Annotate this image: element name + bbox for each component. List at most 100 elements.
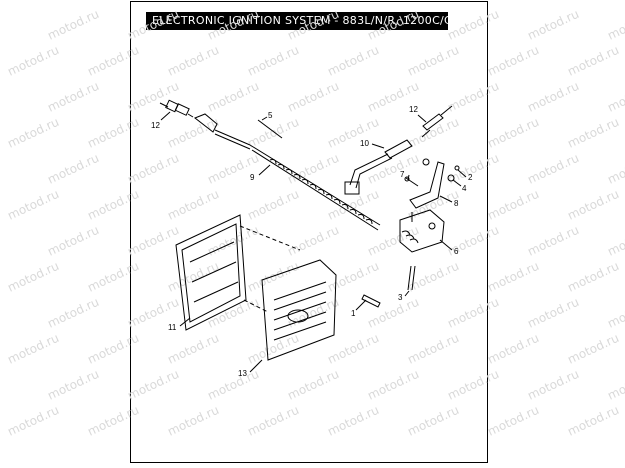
watermark-text: motod.ru bbox=[525, 295, 581, 331]
watermark-text: motod.ru bbox=[605, 295, 625, 331]
watermark-text: motod.ru bbox=[325, 331, 381, 367]
watermark-text: motod.ru bbox=[85, 331, 141, 367]
callout-3: 3 bbox=[398, 293, 403, 302]
wire-10 bbox=[344, 139, 413, 195]
watermark-text: motod.ru bbox=[365, 367, 421, 403]
callout-11: 11 bbox=[168, 323, 177, 332]
watermark-text: motod.ru bbox=[45, 223, 101, 259]
watermark-text: motod.ru bbox=[125, 79, 181, 115]
diagram-frame bbox=[130, 1, 488, 463]
watermark-text: motod.ru bbox=[565, 115, 621, 151]
watermark-text: motod.ru bbox=[445, 151, 501, 187]
watermark-text: motod.ru bbox=[125, 7, 181, 43]
watermark-text: motod.ru bbox=[605, 223, 625, 259]
leader-lines bbox=[160, 111, 467, 373]
watermark-text: motod.ru bbox=[525, 79, 581, 115]
watermark-text: motod.ru bbox=[165, 403, 221, 439]
watermark-text: motod.ru bbox=[245, 115, 301, 151]
watermark-text: motod.ru bbox=[445, 7, 501, 43]
nut-4 bbox=[447, 174, 455, 182]
callout-10: 10 bbox=[360, 139, 369, 148]
watermark-text: motod.ru bbox=[205, 7, 261, 43]
watermark-text: motod.ru bbox=[125, 367, 181, 403]
callout-labels: 12 5 9 10 12 2 4 7 8 6 3 1 11 13 bbox=[151, 105, 473, 378]
watermark-text: motod.ru bbox=[405, 331, 461, 367]
watermark-text: motod.ru bbox=[445, 295, 501, 331]
watermark-text: motod.ru bbox=[325, 403, 381, 439]
spark-plug-right bbox=[421, 105, 453, 138]
ignition-module bbox=[175, 214, 247, 331]
callout-9: 9 bbox=[250, 173, 255, 182]
watermark-text: motod.ru bbox=[605, 7, 625, 43]
watermark-text: motod.ru bbox=[165, 259, 221, 295]
pin-5 bbox=[257, 119, 283, 139]
watermark-text: motod.ru bbox=[565, 187, 621, 223]
watermark-text: motod.ru bbox=[405, 43, 461, 79]
watermark-text: motod.ru bbox=[485, 115, 541, 151]
watermark-text: motod.ru bbox=[285, 151, 341, 187]
callout-4: 4 bbox=[462, 184, 467, 193]
watermark-text: motod.ru bbox=[405, 115, 461, 151]
module-cover bbox=[261, 259, 337, 361]
watermark-text: motod.ru bbox=[85, 259, 141, 295]
screw-7 bbox=[404, 176, 419, 187]
watermark-text: motod.ru bbox=[485, 187, 541, 223]
screw-3 bbox=[407, 265, 416, 291]
watermark-text: motod.ru bbox=[565, 403, 621, 439]
watermark-text: motod.ru bbox=[245, 187, 301, 223]
watermark-text: motod.ru bbox=[565, 259, 621, 295]
watermark-text: motod.ru bbox=[525, 7, 581, 43]
watermark-text: motod.ru bbox=[485, 259, 541, 295]
callout-7: 7 bbox=[400, 170, 405, 179]
watermark-text: motod.ru bbox=[205, 295, 261, 331]
watermark-text: motod.ru bbox=[85, 115, 141, 151]
watermark-text: motod.ru bbox=[325, 187, 381, 223]
watermark-text: motod.ru bbox=[405, 403, 461, 439]
watermark-text: motod.ru bbox=[5, 43, 61, 79]
watermark-text: motod.ru bbox=[85, 43, 141, 79]
watermark-text: motod.ru bbox=[85, 403, 141, 439]
watermark-text: motod.ru bbox=[325, 43, 381, 79]
watermark-text: motod.ru bbox=[5, 403, 61, 439]
watermark-text: motod.ru bbox=[565, 331, 621, 367]
watermark-text: motod.ru bbox=[205, 223, 261, 259]
watermark-text: motod.ru bbox=[245, 43, 301, 79]
watermark-text: motod.ru bbox=[325, 259, 381, 295]
watermark-text: motod.ru bbox=[525, 151, 581, 187]
watermark-text: motod.ru bbox=[445, 367, 501, 403]
watermark-text: motod.ru bbox=[5, 259, 61, 295]
watermark-text: motod.ru bbox=[205, 367, 261, 403]
spark-plug-left bbox=[159, 99, 194, 118]
parts-drawing bbox=[159, 99, 467, 373]
watermark-text: motod.ru bbox=[205, 79, 261, 115]
watermark-text: motod.ru bbox=[605, 151, 625, 187]
callout-6: 6 bbox=[454, 247, 459, 256]
watermark-text: motod.ru bbox=[85, 187, 141, 223]
diagram-title: ELECTRONIC IGNITION SYSTEM - 883L/N/R, 1… bbox=[146, 12, 448, 30]
watermark-text: motod.ru bbox=[45, 79, 101, 115]
watermark-text: motod.ru bbox=[245, 403, 301, 439]
watermark-text: motod.ru bbox=[285, 79, 341, 115]
callout-12-right: 12 bbox=[409, 105, 418, 114]
callout-2: 2 bbox=[468, 173, 473, 182]
watermark-text: motod.ru bbox=[445, 79, 501, 115]
watermark-text: motod.ru bbox=[525, 223, 581, 259]
watermark-text: motod.ru bbox=[5, 115, 61, 151]
watermark-text: motod.ru bbox=[285, 223, 341, 259]
washer-2 bbox=[454, 165, 460, 171]
callout-13: 13 bbox=[238, 369, 247, 378]
watermark-text: motod.ru bbox=[565, 43, 621, 79]
watermark-text: motod.ru bbox=[485, 403, 541, 439]
watermark-text: motod.ru bbox=[45, 367, 101, 403]
watermark-text: motod.ru bbox=[365, 223, 421, 259]
watermark-text: motod.ru bbox=[605, 367, 625, 403]
watermark-text: motod.ru bbox=[485, 331, 541, 367]
watermark-text: motod.ru bbox=[485, 43, 541, 79]
spark-plug-wire bbox=[194, 113, 381, 231]
alignment-lines bbox=[239, 225, 301, 313]
watermark-text: motod.ru bbox=[325, 115, 381, 151]
watermark-text: motod.ru bbox=[165, 331, 221, 367]
watermark-text: motod.ru bbox=[245, 259, 301, 295]
